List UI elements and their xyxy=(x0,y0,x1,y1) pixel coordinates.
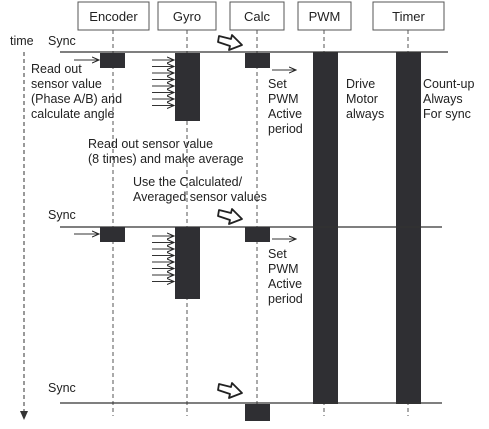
note-drive-motor-line-1: Drive xyxy=(346,77,375,91)
gyro-read-arrows-2 xyxy=(152,236,174,282)
note-set-pwm-1-line-3: Active xyxy=(268,107,302,121)
timer-active-bar xyxy=(396,52,421,404)
note-gyro-read: Read out sensor value (8 times) and make… xyxy=(88,137,244,166)
calc-block-1 xyxy=(245,53,270,68)
header-gyro: Gyro xyxy=(173,9,201,24)
note-encoder-read-line-4: calculate angle xyxy=(31,107,114,121)
header-timer: Timer xyxy=(392,9,425,24)
note-encoder-read-line-2: sensor value xyxy=(31,77,102,91)
encoder-block-2 xyxy=(100,227,125,242)
sync-label-1: Sync xyxy=(48,34,76,48)
note-set-pwm-1-line-2: PWM xyxy=(268,92,299,106)
calc-block-3 xyxy=(245,404,270,421)
header-box-pwm xyxy=(297,1,352,31)
sync-label-2: Sync xyxy=(48,208,76,222)
note-set-pwm-2-line-3: Active xyxy=(268,277,302,291)
note-drive-motor-line-2: Motor xyxy=(346,92,378,106)
note-set-pwm-2-line-2: PWM xyxy=(268,262,299,276)
note-use-values-line-1: Use the Calculated/ xyxy=(133,175,243,189)
note-encoder-read-line-3: (Phase A/B) and xyxy=(31,92,122,106)
note-use-values: Use the Calculated/ Averaged sensor valu… xyxy=(133,175,267,204)
note-encoder-read: Read out sensor value (Phase A/B) and ca… xyxy=(31,62,126,121)
note-drive-motor-line-3: always xyxy=(346,107,384,121)
note-set-pwm-1: Set PWM Active period xyxy=(268,77,306,136)
gyro-block-1 xyxy=(175,53,200,121)
trigger-arrow-1 xyxy=(217,34,243,51)
gyro-read-arrows-1 xyxy=(152,60,174,106)
note-timer-count-line-3: For sync xyxy=(423,107,471,121)
header-calc: Calc xyxy=(244,9,271,24)
note-gyro-read-line-1: Read out sensor value xyxy=(88,137,213,151)
note-timer-count-line-2: Always xyxy=(423,92,463,106)
trigger-arrow-2 xyxy=(217,208,243,225)
note-set-pwm-2-line-4: period xyxy=(268,292,303,306)
trigger-arrow-3 xyxy=(217,382,243,399)
time-axis-arrowhead xyxy=(20,411,28,420)
note-set-pwm-1-line-1: Set xyxy=(268,77,287,91)
calc-block-2 xyxy=(245,227,270,242)
note-set-pwm-2-line-1: Set xyxy=(268,247,287,261)
time-label: time xyxy=(10,34,34,48)
pwm-active-bar xyxy=(313,52,338,404)
note-use-values-line-2: Averaged sensor values xyxy=(133,190,267,204)
header-encoder: Encoder xyxy=(89,9,138,24)
header-pwm: PWM xyxy=(309,9,341,24)
gyro-block-2 xyxy=(175,227,200,299)
note-set-pwm-2: Set PWM Active period xyxy=(268,247,306,306)
note-timer-count-line-1: Count-up xyxy=(423,77,474,91)
note-timer-count: Count-up Always For sync xyxy=(423,77,478,121)
header-box-gyro xyxy=(157,1,217,31)
note-drive-motor: Drive Motor always xyxy=(346,77,384,121)
encoder-block-1 xyxy=(100,53,125,68)
note-set-pwm-1-line-4: period xyxy=(268,122,303,136)
header-box-encoder xyxy=(77,1,150,31)
note-gyro-read-line-2: (8 times) and make average xyxy=(88,152,244,166)
sync-label-3: Sync xyxy=(48,381,76,395)
note-encoder-read-line-1: Read out xyxy=(31,62,82,76)
